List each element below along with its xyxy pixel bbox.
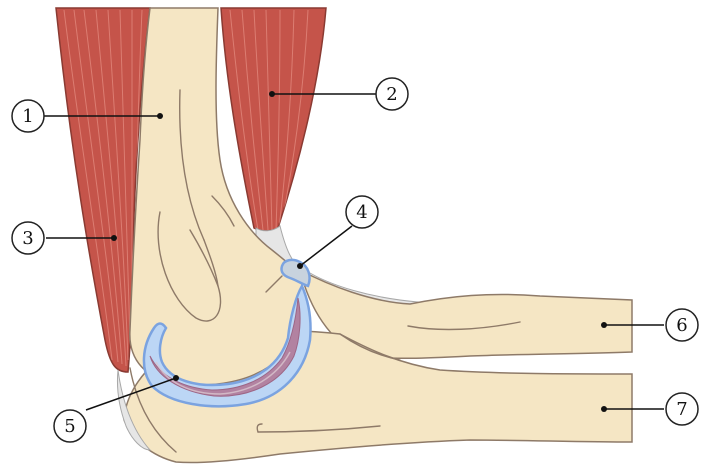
callout-5: 5 <box>54 410 86 442</box>
biceps-muscle <box>221 8 326 231</box>
callout-4: 4 <box>346 196 378 228</box>
callout-7: 7 <box>666 393 698 425</box>
leader-line-4 <box>300 226 352 266</box>
callout-number-1: 1 <box>22 106 33 127</box>
callout-number-5: 5 <box>64 416 75 437</box>
callout-6: 6 <box>666 309 698 341</box>
callout-number-2: 2 <box>386 84 397 105</box>
callout-2: 2 <box>376 78 408 110</box>
callout-1: 1 <box>12 100 44 132</box>
callout-number-6: 6 <box>676 315 687 336</box>
callout-3: 3 <box>12 222 44 254</box>
biceps-muscle-body <box>221 8 326 231</box>
callout-number-3: 3 <box>22 228 33 249</box>
callout-number-4: 4 <box>356 202 367 223</box>
callout-number-7: 7 <box>676 399 687 420</box>
